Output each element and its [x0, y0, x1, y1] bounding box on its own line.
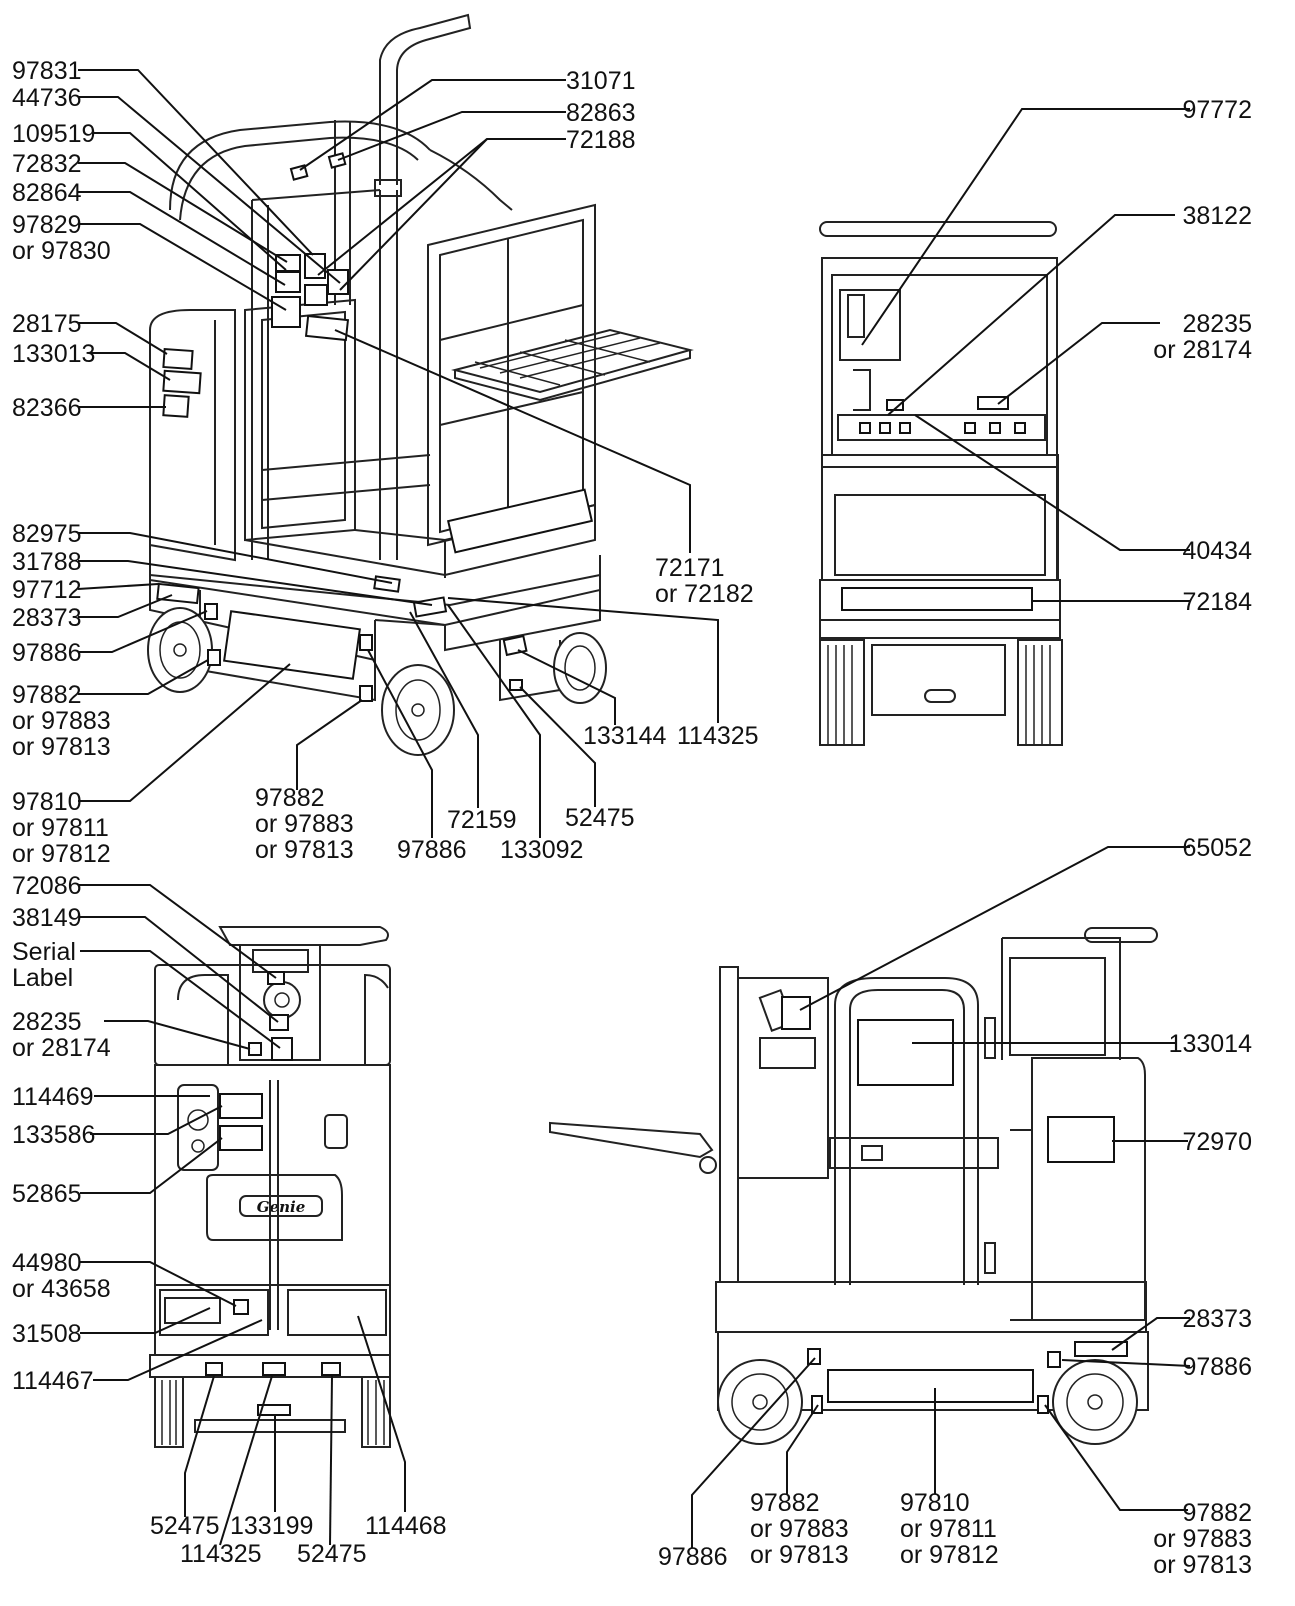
callout-label-tl-44736: 44736 [12, 84, 82, 112]
callout-label-br-97882b: or 97883 [1153, 1525, 1252, 1553]
callout-label-br-97882a: 97882 [750, 1489, 820, 1517]
callout-label-br-97882b: or 97813 [1153, 1551, 1252, 1579]
callout-label-bl-114469: 114469 [12, 1083, 94, 1111]
callout-label-br-97886a: 97886 [1182, 1353, 1252, 1381]
callout-label-tl-97810: 97810 [12, 788, 82, 816]
callout-label-br-28373: 28373 [1182, 1305, 1252, 1333]
rear-view [819, 221, 1063, 746]
callout-label-tl-97886b: 97886 [397, 836, 467, 864]
callout-label-tl-97829: or 97830 [12, 237, 111, 265]
callout-label-bl-31508: 31508 [12, 1320, 82, 1348]
isometric-view [147, 13, 694, 756]
callout-label-tl-72159: 72159 [447, 806, 517, 834]
callout-label-tl-97829: 97829 [12, 211, 82, 239]
callout-label-tl-97882a: or 97813 [12, 733, 111, 761]
callout-label-bl-72086: 72086 [12, 872, 82, 900]
callout-label-bl-114325: 114325 [180, 1540, 262, 1568]
callout-label-tl-133092: 133092 [500, 836, 583, 864]
callout-label-br-97882a: or 97813 [750, 1541, 849, 1569]
callout-label-br-97810: or 97811 [900, 1515, 997, 1543]
genie-logo: Genie [257, 1198, 306, 1216]
leader-lines [77, 69, 1191, 1548]
callout-label-tl-28373: 28373 [12, 604, 82, 632]
callout-label-tl-97882b: or 97883 [255, 810, 354, 838]
callout-label-tr-28235: 28235 [1182, 310, 1252, 338]
callout-label-tl-97810: or 97811 [12, 814, 109, 842]
callout-label-bl-serial: Label [12, 964, 73, 992]
callout-label-br-97882b: 97882 [1182, 1499, 1252, 1527]
callout-label-tl-82975: 82975 [12, 520, 82, 548]
callout-label-tl-52475: 52475 [565, 804, 635, 832]
callout-label-bl-133586: 133586 [12, 1121, 95, 1149]
callout-label-tl-97810: or 97812 [12, 840, 111, 868]
callout-label-br-133014: 133014 [1169, 1030, 1253, 1058]
callout-label-tl-133144: 133144 [583, 722, 667, 750]
callout-label-br-97810: 97810 [900, 1489, 970, 1517]
callout-label-bl-44980: or 43658 [12, 1275, 111, 1303]
side-view [549, 927, 1158, 1445]
callout-label-tl-72171: or 72182 [655, 580, 754, 608]
callout-label-br-65052: 65052 [1182, 834, 1252, 862]
callout-label-tl-97882b: or 97813 [255, 836, 354, 864]
callout-label-tl-114325: 114325 [677, 722, 759, 750]
callout-label-tl-82366: 82366 [12, 394, 82, 422]
callout-label-tl-97712: 97712 [12, 576, 82, 604]
callout-label-tl-72832: 72832 [12, 150, 82, 178]
callout-label-br-72970: 72970 [1182, 1128, 1252, 1156]
callout-label-tl-97882a: or 97883 [12, 707, 111, 735]
front-view: Genie [149, 926, 391, 1448]
callout-label-tl-72188: 72188 [566, 126, 636, 154]
callout-label-tr-38122: 38122 [1182, 202, 1252, 230]
callout-label-tl-31071: 31071 [566, 67, 636, 95]
callout-label-tr-28235: or 28174 [1153, 336, 1252, 364]
callout-label-bl-28235: or 28174 [12, 1034, 111, 1062]
callout-label-tl-97886a: 97886 [12, 639, 82, 667]
callout-label-tl-97882a: 97882 [12, 681, 82, 709]
callout-label-tl-133013: 133013 [12, 340, 95, 368]
callout-label-bl-114467: 114467 [12, 1367, 94, 1395]
callout-label-br-97810: or 97812 [900, 1541, 999, 1569]
callout-label-bl-114468: 114468 [365, 1512, 447, 1540]
callout-label-bl-44980: 44980 [12, 1249, 82, 1277]
callout-label-tl-31788: 31788 [12, 548, 82, 576]
callout-label-bl-52475a: 52475 [150, 1512, 220, 1540]
callout-label-tl-109519: 109519 [12, 120, 95, 148]
callout-label-bl-28235: 28235 [12, 1008, 82, 1036]
callout-label-bl-serial: Serial [12, 938, 76, 966]
callout-label-bl-38149: 38149 [12, 904, 82, 932]
callout-label-bl-133199: 133199 [230, 1512, 313, 1540]
callout-label-tl-28175: 28175 [12, 310, 82, 338]
callout-label-br-97882a: or 97883 [750, 1515, 849, 1543]
callout-label-br-97886b: 97886 [658, 1543, 728, 1571]
callout-label-tl-97882b: 97882 [255, 784, 325, 812]
callout-label-tl-82863: 82863 [566, 99, 636, 127]
callout-label-tr-40434: 40434 [1182, 537, 1252, 565]
callout-label-tl-82864: 82864 [12, 179, 82, 207]
callout-label-bl-52475b: 52475 [297, 1540, 367, 1568]
callout-label-bl-52865: 52865 [12, 1180, 82, 1208]
callout-label-tl-97831: 97831 [12, 57, 82, 85]
callout-label-tr-72184: 72184 [1182, 588, 1252, 616]
callout-label-tr-97772: 97772 [1182, 96, 1252, 124]
callout-label-tl-72171: 72171 [655, 554, 725, 582]
